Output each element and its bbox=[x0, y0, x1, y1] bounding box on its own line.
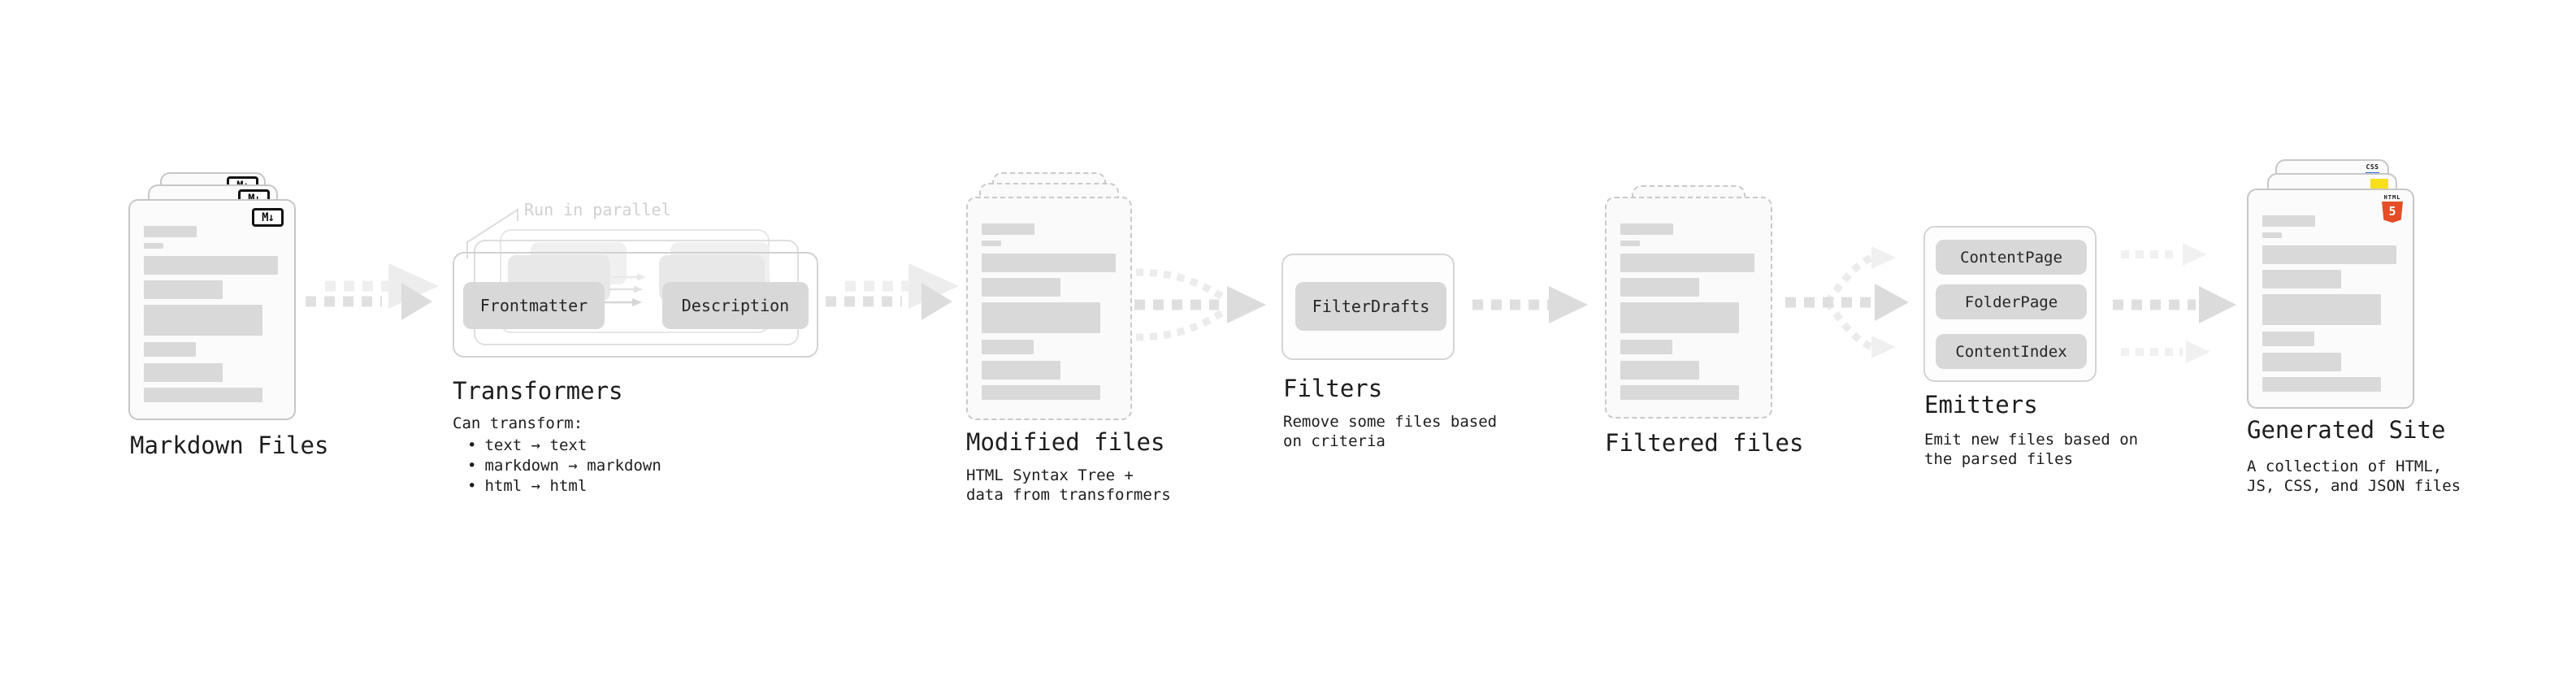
html5-icon: HTML 5 bbox=[2382, 194, 2403, 223]
transformers-bullet-list: •text → text •markdown → markdown •html … bbox=[467, 436, 661, 497]
description-pill: Description bbox=[662, 282, 809, 329]
text-placeholder-bars bbox=[1607, 198, 1771, 400]
javascript-icon bbox=[2370, 179, 2388, 189]
filtered-files-label: Filtered files bbox=[1605, 429, 1804, 457]
parallel-transform-arrows bbox=[603, 273, 646, 306]
folderpage-pill: FolderPage bbox=[1936, 284, 2087, 319]
text-placeholder-bars bbox=[968, 198, 1130, 400]
bullet-marker: • bbox=[467, 457, 477, 475]
frontmatter-pill: Frontmatter bbox=[463, 282, 605, 329]
arrow-transformers-to-modified bbox=[826, 263, 959, 320]
bullet-item: •markdown → markdown bbox=[467, 457, 661, 475]
transformer-layer-front: Frontmatter Description bbox=[453, 252, 818, 358]
generated-site-label: Generated Site bbox=[2247, 416, 2446, 444]
bullet-marker: • bbox=[467, 477, 477, 495]
filters-description: Remove some files based on criteria bbox=[1283, 413, 1498, 450]
modified-files-stack bbox=[966, 172, 1132, 421]
emitters-label: Emitters bbox=[1924, 391, 2038, 419]
text-placeholder-bars bbox=[130, 201, 294, 402]
arrow-modified-to-filters-fan-in bbox=[1134, 268, 1266, 341]
emitters-box: ContentPage FolderPage ContentIndex bbox=[1923, 226, 2097, 382]
filterdrafts-pill: FilterDrafts bbox=[1295, 282, 1446, 331]
contentpage-pill: ContentPage bbox=[1936, 240, 2087, 275]
transformers-subtitle: Can transform: bbox=[453, 414, 583, 432]
modified-files-description: HTML Syntax Tree + data from transformer… bbox=[966, 466, 1171, 504]
run-in-parallel-label: Run in parallel bbox=[524, 200, 671, 219]
filtered-file-card-front bbox=[1605, 197, 1772, 419]
generated-site-description: A collection of HTML, JS, CSS, and JSON … bbox=[2247, 458, 2461, 495]
bullet-item: •text → text bbox=[467, 436, 588, 454]
arrow-filters-to-filtered bbox=[1472, 286, 1588, 323]
arrow-emitters-to-site-parallel bbox=[2113, 243, 2236, 363]
filtered-files-stack bbox=[1605, 185, 1772, 421]
modified-files-label: Modified files bbox=[966, 428, 1165, 456]
transformers-stack: Frontmatter Description bbox=[453, 229, 818, 359]
site-file-card-html: HTML 5 bbox=[2247, 189, 2414, 409]
text-placeholder-bars bbox=[2249, 190, 2413, 392]
arrow-filtered-to-emitters-fan-out bbox=[1785, 246, 1909, 358]
filters-box: FilterDrafts bbox=[1281, 254, 1455, 360]
modified-file-card-front bbox=[966, 197, 1132, 420]
generated-site-stack: CSS HTML 5 bbox=[2247, 159, 2414, 411]
bullet-item: •html → html bbox=[467, 477, 588, 495]
filters-label: Filters bbox=[1283, 375, 1383, 402]
transformers-label: Transformers bbox=[453, 377, 623, 405]
emitters-description: Emit new files based on the parsed files bbox=[1924, 431, 2139, 468]
run-in-parallel-callout-line bbox=[466, 208, 518, 258]
markdown-icon: M↓ bbox=[252, 208, 284, 227]
bullet-marker: • bbox=[467, 436, 477, 454]
markdown-files-label: Markdown Files bbox=[130, 432, 329, 459]
markdown-files-stack: M↓ M↓ M↓ bbox=[128, 172, 296, 421]
markdown-file-card-front: M↓ bbox=[128, 199, 296, 420]
arrow-markdown-to-transformers bbox=[306, 263, 439, 320]
contentindex-pill: ContentIndex bbox=[1936, 334, 2087, 369]
